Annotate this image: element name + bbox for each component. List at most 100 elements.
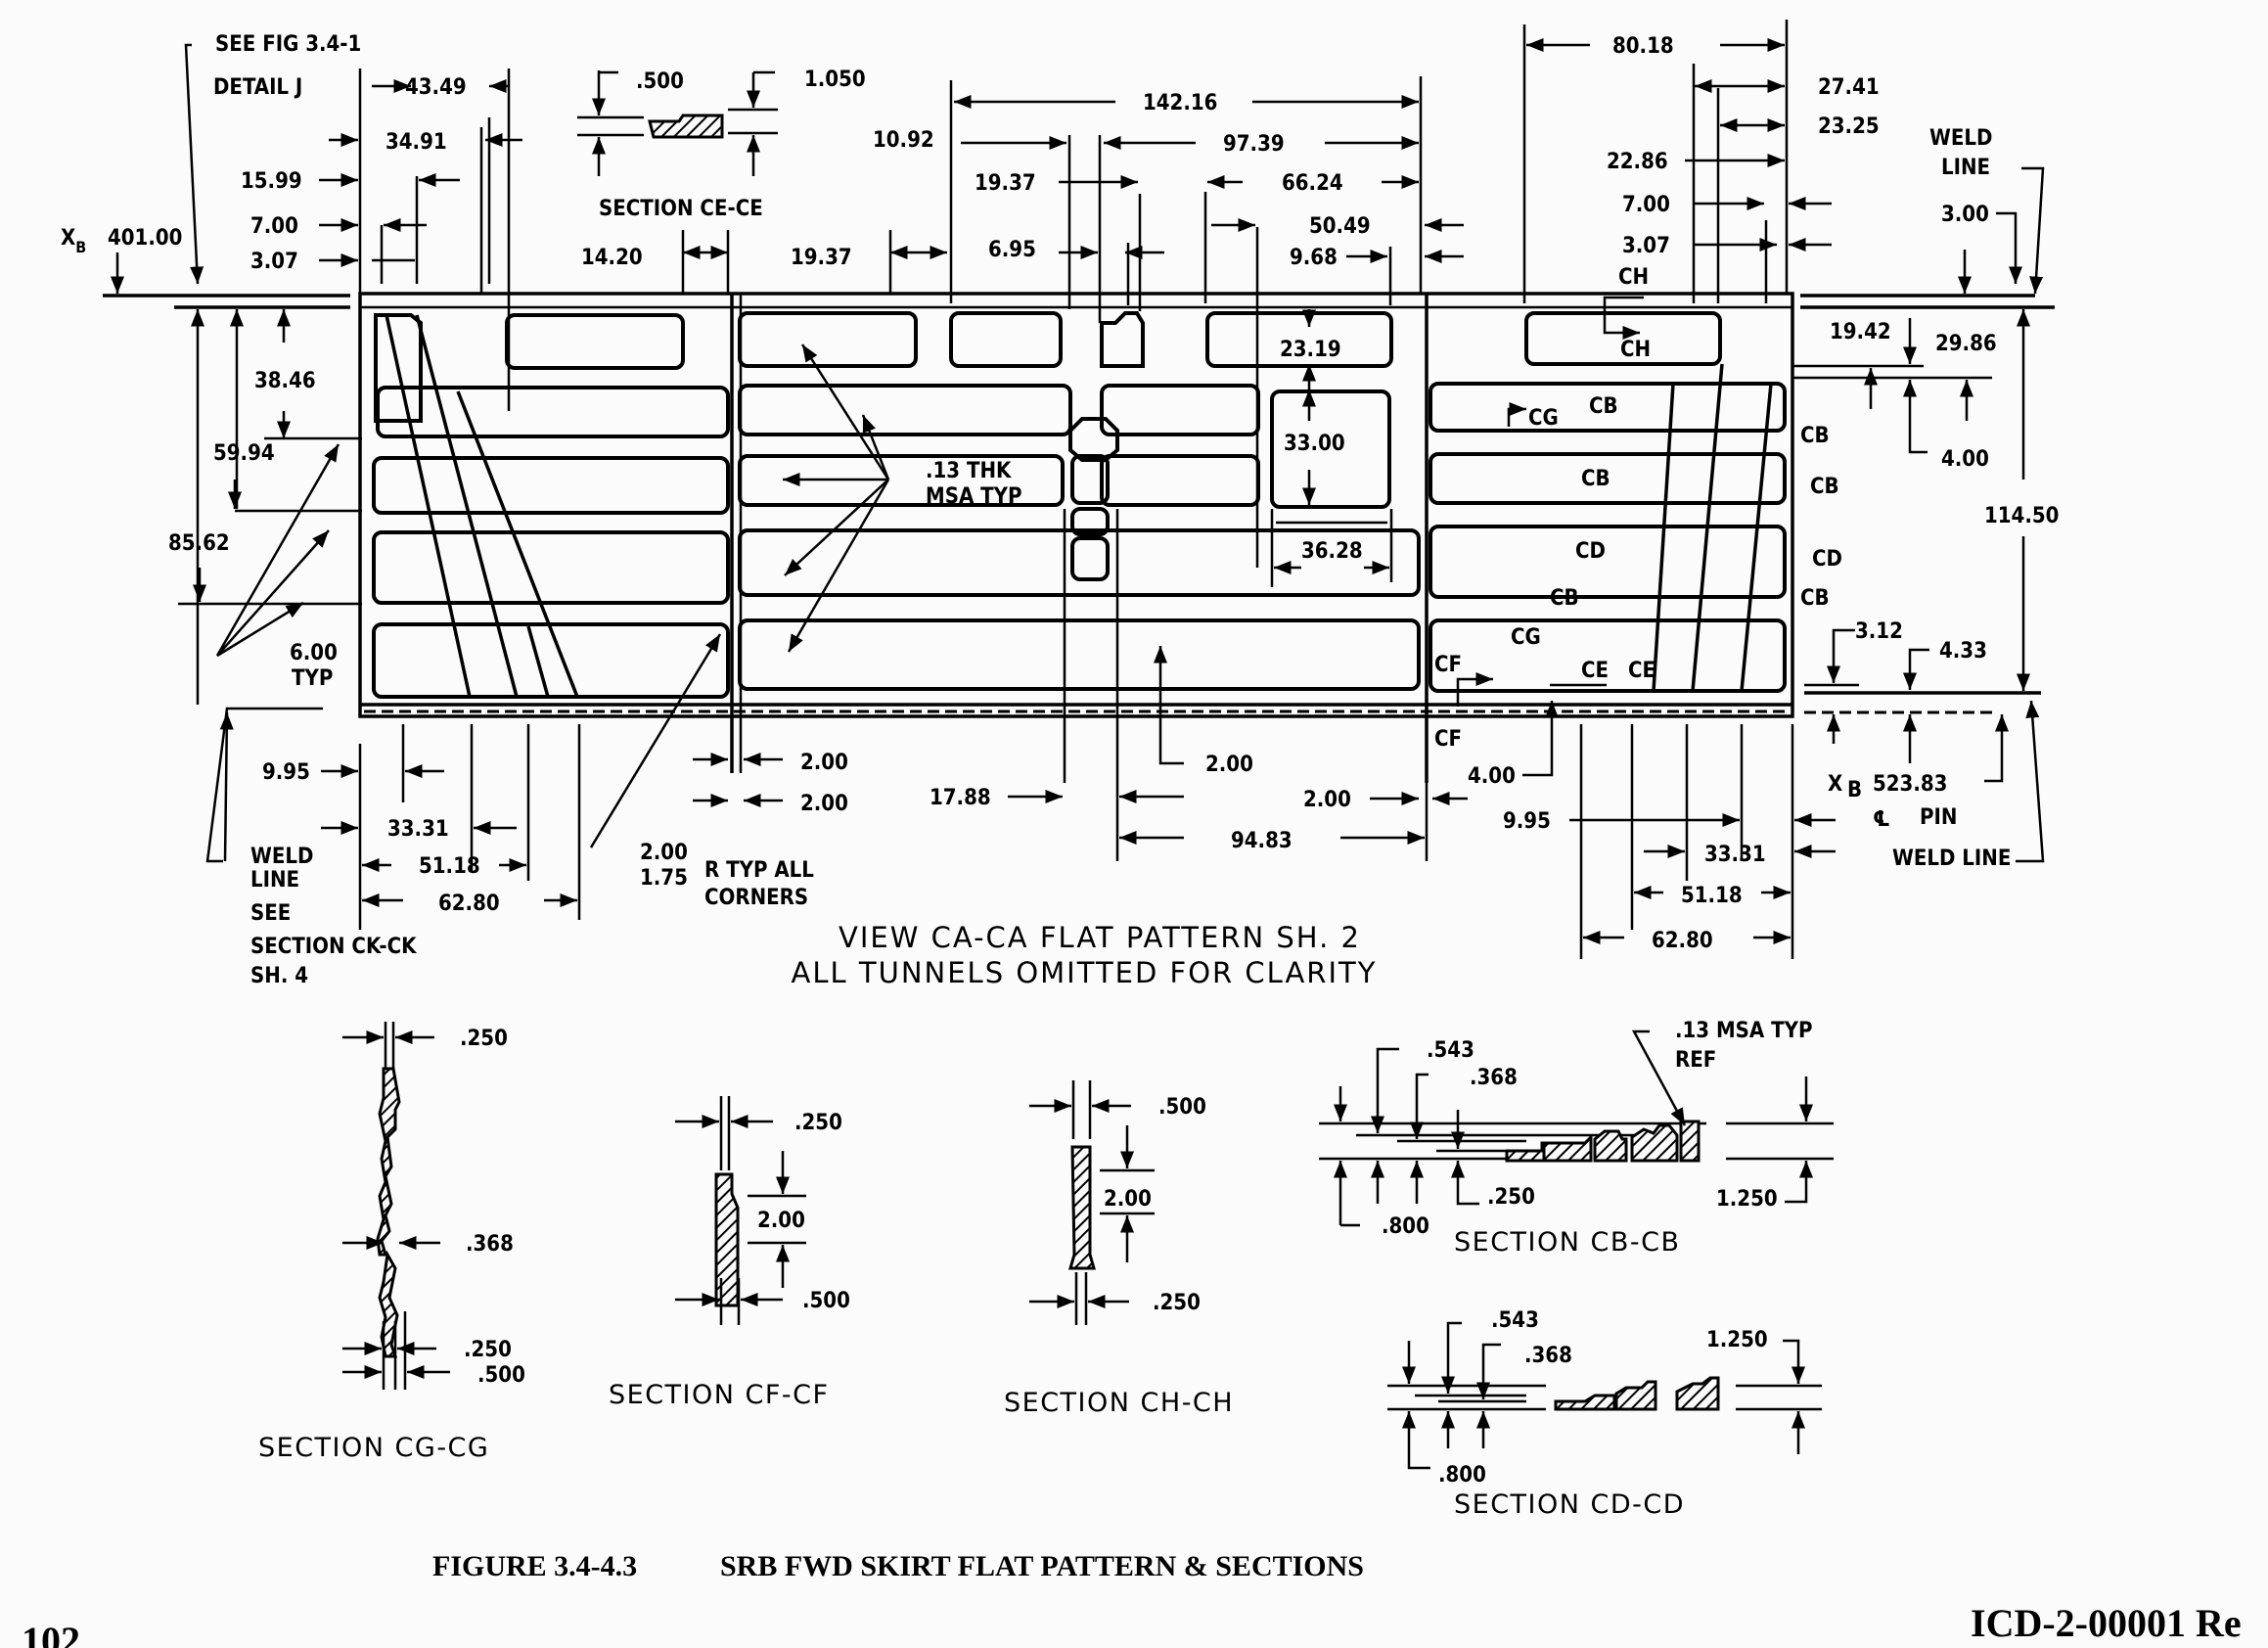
figure-title: SRB FWD SKIRT FLAT PATTERN & SECTIONS xyxy=(720,1550,1364,1582)
xb-symbol-right: X xyxy=(1828,772,1842,797)
dim-51-18-left: 51.18 xyxy=(419,854,480,879)
ch-dim-250: .250 xyxy=(1153,1291,1201,1315)
dim-66-24: 66.24 xyxy=(1282,171,1343,196)
ce-dim-1050: 1.050 xyxy=(804,68,866,92)
dim-2-00-c: 2.00 xyxy=(1205,753,1253,777)
typ-radius-value: 6.00 xyxy=(290,641,338,665)
dim-6-95: 6.95 xyxy=(988,238,1036,262)
callout-cg-2: CG xyxy=(1511,625,1541,650)
figure-number: FIGURE 3.4-4.3 xyxy=(432,1550,637,1582)
dim-114-50: 114.50 xyxy=(1984,504,2059,528)
xb-sub-right: B xyxy=(1847,778,1862,802)
dim-33-31-left: 33.31 xyxy=(387,817,449,842)
corner-note-leader xyxy=(589,633,722,848)
dim-43-49: 43.49 xyxy=(405,75,467,100)
dim-59-94: 59.94 xyxy=(213,441,275,466)
msa-leaders xyxy=(783,343,890,653)
section-callouts: CH CH CG CB CB CB CB CD CD CB CB CG CE C… xyxy=(1434,265,1842,789)
cb-dim-368: .368 xyxy=(1470,1066,1518,1090)
dim-19-42: 19.42 xyxy=(1830,320,1891,344)
section-ch-ch: .500 2.00 .250 SECTION CH-CH xyxy=(1004,1080,1234,1418)
dim-19-37-a: 19.37 xyxy=(791,246,852,270)
ce-section-profile xyxy=(648,114,724,139)
section-ce-title: SECTION CE-CE xyxy=(599,197,763,221)
dim-3-12: 3.12 xyxy=(1855,619,1903,644)
detail-j-label: DETAIL J xyxy=(213,75,302,100)
dim-36-28: 36.28 xyxy=(1301,539,1363,564)
dim-33-00: 33.00 xyxy=(1284,432,1345,456)
cb-dim-543: .543 xyxy=(1427,1038,1474,1063)
dim-85-62: 85.62 xyxy=(168,531,230,556)
dim-9-68: 9.68 xyxy=(1290,246,1338,270)
cd-dim-1250: 1.250 xyxy=(1706,1328,1768,1352)
cb-dim-1250: 1.250 xyxy=(1716,1187,1778,1212)
callout-ce-2: CE xyxy=(1628,659,1656,683)
callout-cf-1: CF xyxy=(1434,653,1462,677)
extension-lines xyxy=(358,20,1789,568)
cb-note-ref: REF xyxy=(1675,1048,1716,1073)
dim-17-88: 17.88 xyxy=(930,786,991,810)
typ-radius-leaders xyxy=(215,443,340,658)
ch-dim-2-00: 2.00 xyxy=(1104,1187,1152,1212)
section-cb-title: SECTION CB-CB xyxy=(1454,1227,1681,1258)
cb-profile-4 xyxy=(1630,1123,1679,1163)
dim-80-18: 80.18 xyxy=(1612,34,1674,59)
view-title-line-1: VIEW CA-CA FLAT PATTERN SH. 2 xyxy=(839,921,1361,954)
dim-10-92: 10.92 xyxy=(873,128,934,153)
weld-note-line-2: LINE xyxy=(250,868,299,893)
dim-7-00-left: 7.00 xyxy=(250,214,298,239)
weld-line-bottom: WELD LINE xyxy=(1892,847,2011,871)
dim-50-49: 50.49 xyxy=(1309,214,1371,239)
section-cf-title: SECTION CF-CF xyxy=(609,1380,830,1410)
dim-38-46: 38.46 xyxy=(254,369,316,393)
cg-dim-250-top: .250 xyxy=(460,1027,508,1051)
callout-ch-2: CH xyxy=(1620,338,1651,362)
cf-dim-500: .500 xyxy=(802,1289,850,1313)
dim-14-20: 14.20 xyxy=(581,246,643,270)
section-ce-ce: .500 1.050 SECTION CE-CE xyxy=(577,68,866,221)
section-cg-cg: .250 .368 .250 .500 SECTION CG-CG xyxy=(258,1022,525,1463)
cb-dim-800: .800 xyxy=(1382,1214,1429,1239)
callout-cd-2: CD xyxy=(1812,547,1842,572)
weld-line-top-1: WELD xyxy=(1929,126,1992,151)
dim-15-99: 15.99 xyxy=(241,169,302,194)
cg-dim-250-bottom: .250 xyxy=(464,1338,512,1362)
top-right-dimensions: 80.18 27.41 23.25 22.86 7.00 3.07 WELD L… xyxy=(1526,34,2059,871)
section-ch-title: SECTION CH-CH xyxy=(1004,1388,1234,1418)
callout-cb-2: CB xyxy=(1800,424,1830,448)
corner-note-line-1: R TYP ALL xyxy=(704,858,814,883)
callout-ch-1: CH xyxy=(1618,265,1649,290)
page-number: 102 xyxy=(22,1619,80,1648)
weld-line-top-2: LINE xyxy=(1941,156,1990,180)
dim-23-19: 23.19 xyxy=(1280,338,1341,362)
section-cf-cf: .250 2.00 .500 SECTION CF-CF xyxy=(609,1096,850,1410)
dim-9-95-left: 9.95 xyxy=(262,760,310,785)
weld-note-line-3: SEE xyxy=(250,901,291,926)
callout-cd-1: CD xyxy=(1575,539,1606,564)
dim-2-00-b: 2.00 xyxy=(800,792,848,816)
dim-2-00-d: 2.00 xyxy=(1303,788,1351,812)
see-fig-note: SEE FIG 3.4-1 xyxy=(215,32,361,57)
dim-22-86: 22.86 xyxy=(1607,150,1668,174)
callout-cb-6: CB xyxy=(1800,586,1830,611)
dim-3-07-left: 3.07 xyxy=(250,250,298,274)
msa-note-line-1: .13 THK xyxy=(926,459,1012,483)
xb-symbol: XB xyxy=(61,226,86,256)
dim-62-80-left: 62.80 xyxy=(438,892,500,916)
callout-cb-5: CB xyxy=(1550,586,1579,611)
pin-label: PIN xyxy=(1920,805,1957,830)
dim-7-00-right: 7.00 xyxy=(1622,193,1670,217)
centerline-symbol: ℄ xyxy=(1873,807,1890,832)
cd-dim-543: .543 xyxy=(1491,1308,1539,1333)
corner-radius-2: 1.75 xyxy=(640,866,688,891)
cg-section-profile xyxy=(376,1067,401,1257)
dim-19-37-b: 19.37 xyxy=(975,171,1036,196)
dim-34-91: 34.91 xyxy=(386,130,447,155)
panels-right-bay xyxy=(1429,311,1787,693)
flat-pattern xyxy=(215,20,1794,861)
panels-left-bay xyxy=(372,313,730,699)
pattern-outline xyxy=(358,292,1794,718)
section-cd-title: SECTION CD-CD xyxy=(1454,1489,1685,1520)
